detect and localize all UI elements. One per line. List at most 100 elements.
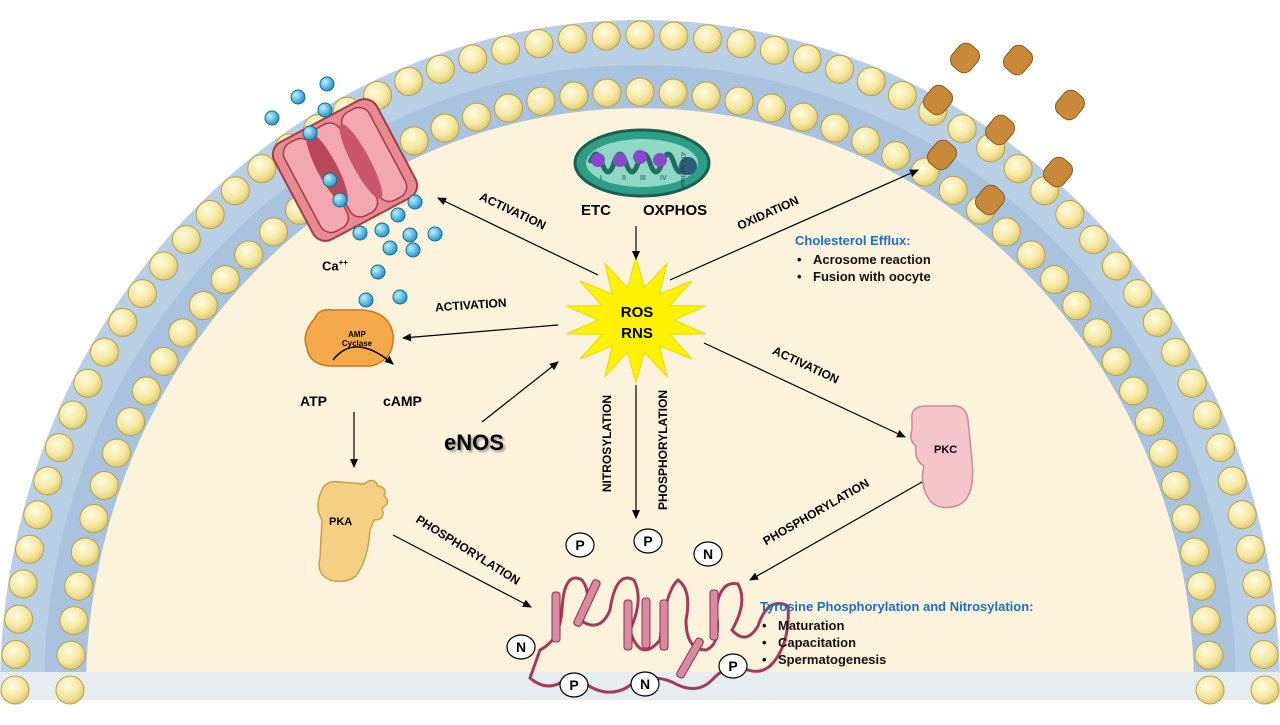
- lipid-head: [1191, 606, 1221, 636]
- lipid-head: [1062, 291, 1092, 321]
- lipid-head: [1180, 537, 1210, 567]
- lipid-head: [1161, 337, 1190, 367]
- nitro-marker: N: [630, 671, 660, 697]
- lipid-head: [1003, 154, 1033, 184]
- lipid-head: [693, 24, 723, 54]
- lipid-head: [659, 21, 689, 51]
- calcium-ion: [402, 227, 418, 243]
- lipid-head: [491, 35, 521, 65]
- pka-label: PKA: [329, 516, 353, 528]
- lipid-head: [33, 466, 63, 496]
- cholesterol-blob: [926, 139, 958, 171]
- lipid-head: [938, 175, 968, 205]
- oxphos-label: OXPHOS: [643, 202, 708, 219]
- camp-label: cAMP: [383, 393, 422, 409]
- calcium-ion: [332, 192, 348, 208]
- lipid-head: [820, 113, 850, 143]
- lipid-head: [131, 376, 161, 406]
- lipid-head: [1250, 675, 1280, 705]
- lipid-head: [1171, 504, 1201, 533]
- ca-label: Ca++: [322, 258, 348, 274]
- lipid-head: [524, 29, 554, 59]
- etc-label: ETC: [581, 202, 611, 219]
- lipid-head: [856, 67, 886, 96]
- lipid-head: [887, 81, 917, 110]
- cholesterol-blob: [974, 184, 1006, 216]
- phosphorylation-center-label: PHOSPHORYLATION: [656, 390, 670, 511]
- lipid-head: [947, 114, 977, 144]
- svg-text:N: N: [703, 546, 713, 562]
- lipid-head: [234, 240, 264, 270]
- lipid-head: [1249, 640, 1279, 669]
- cholesterol-blob: [922, 84, 954, 116]
- arrow-enos-to-ros: [481, 361, 559, 423]
- svg-text:P: P: [728, 658, 737, 674]
- lipid-heads-outer: [0, 20, 1280, 705]
- calcium-ion: [358, 292, 374, 308]
- calcium-ion: [390, 207, 406, 223]
- lipid-head: [58, 400, 88, 430]
- calcium-ion: [319, 76, 335, 92]
- lipid-head: [1217, 466, 1247, 496]
- atp-label: ATP: [300, 393, 327, 409]
- lipid-head: [79, 504, 109, 533]
- lipid-head: [89, 471, 119, 500]
- cholesterol-blob: [1054, 89, 1086, 121]
- lipid-head: [1186, 571, 1216, 601]
- tyrosine-item: Spermatogenesis: [760, 652, 1034, 667]
- lipid-head: [458, 44, 488, 74]
- lipid-head: [1123, 279, 1153, 309]
- lipid-head: [991, 217, 1021, 247]
- lipid-head: [1194, 640, 1224, 670]
- cholesterol-item: Acrosome reaction: [795, 252, 931, 267]
- lipid-head: [1192, 400, 1222, 430]
- lipid-head: [1195, 675, 1225, 705]
- pkc-protein: [909, 405, 974, 509]
- lipid-head: [4, 604, 34, 634]
- lipid-head: [557, 24, 587, 54]
- cholesterol-box: Cholesterol Efflux: Acrosome reaction Fu…: [795, 233, 931, 286]
- lipid-head: [792, 44, 822, 74]
- lipid-head: [59, 606, 89, 636]
- lipid-head: [73, 368, 103, 398]
- ros-label: ROS RNS: [620, 304, 654, 342]
- arrow-to-amp: [402, 324, 559, 342]
- complex-i-label: I: [600, 175, 602, 182]
- lipid-head: [116, 407, 146, 437]
- enos-label: eNOS: [444, 430, 504, 455]
- lipid-head: [108, 307, 138, 337]
- lipid-head: [102, 438, 132, 468]
- tyrosine-item: Capacitation: [760, 635, 1034, 650]
- lipid-head: [399, 126, 429, 156]
- tyrosine-title: Tyrosine Phosphorylation and Nitrosylati…: [760, 599, 1034, 614]
- lipid-head: [881, 141, 911, 171]
- svg-text:P: P: [643, 533, 652, 549]
- lipid-head: [56, 640, 86, 670]
- lipid-head: [1101, 251, 1131, 281]
- lipid-head: [724, 86, 754, 116]
- lipid-head: [591, 21, 621, 51]
- complex-iv-label: IV: [660, 175, 667, 182]
- cholesterol-blob: [984, 114, 1016, 146]
- lipid-head: [55, 675, 85, 705]
- lipid-head: [526, 86, 556, 116]
- lipid-heads-inner: [55, 77, 1225, 705]
- lipid-head: [64, 571, 94, 601]
- arrow-to-pkc: [703, 342, 906, 438]
- lipid-head: [0, 675, 30, 705]
- nitrosylation-label: NITROSYLATION: [600, 395, 614, 493]
- lipid-head: [1142, 307, 1172, 337]
- phospho-marker: P: [559, 672, 589, 698]
- lipid-head: [625, 77, 655, 107]
- arrows: [350, 169, 923, 608]
- cholesterol-blob: [1002, 44, 1034, 76]
- calcium-ion: [382, 240, 398, 256]
- arrow-pkc-to-protein: [749, 481, 923, 581]
- lipid-head: [149, 251, 179, 281]
- lipid-head: [1079, 225, 1109, 255]
- atp-synthase-label: ATP synthase: [679, 152, 685, 189]
- calcium-ion: [290, 89, 306, 105]
- lipid-head: [44, 433, 74, 463]
- tyrosine-item: Maturation: [760, 618, 1034, 633]
